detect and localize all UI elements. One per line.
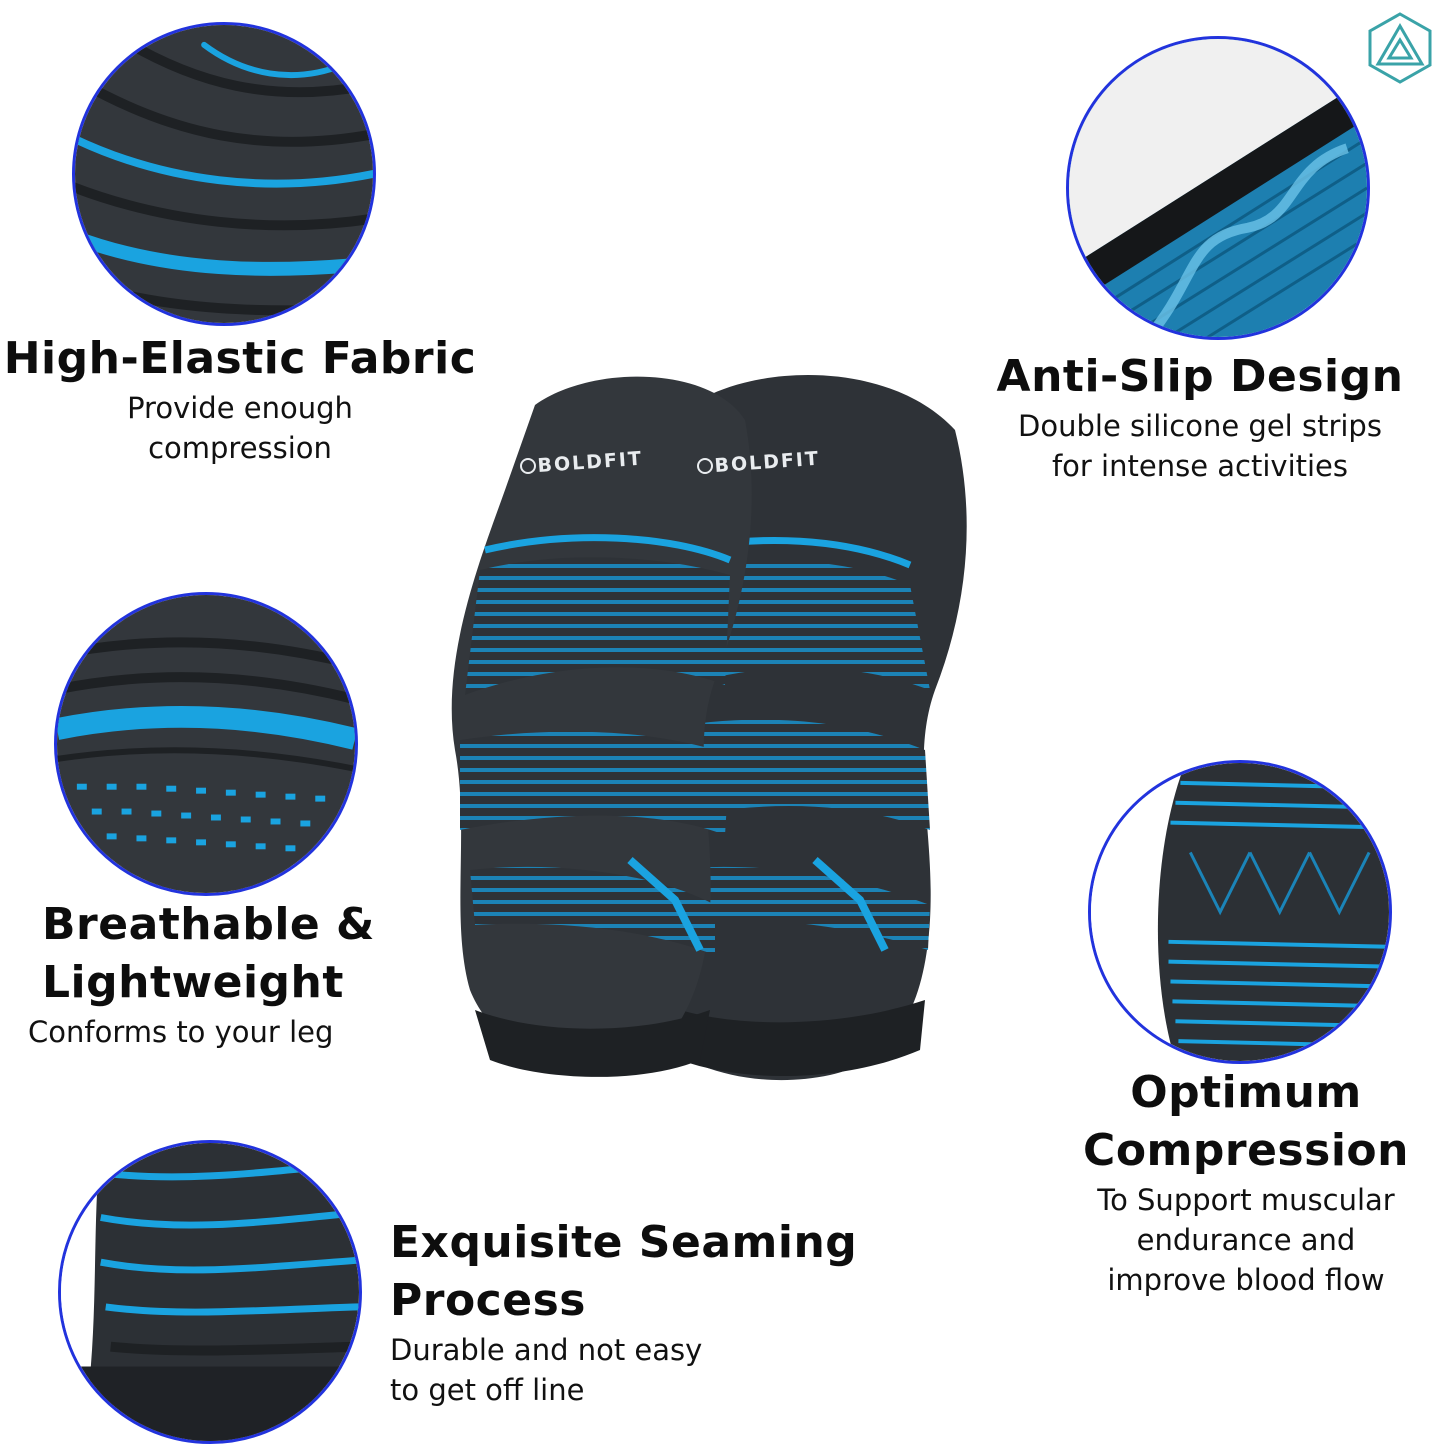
feature-title-line: Exquisite Seaming bbox=[390, 1217, 858, 1268]
feature-title-line: Lightweight bbox=[42, 957, 344, 1008]
feature-title-line: Process bbox=[390, 1275, 586, 1326]
feature-breathable: Breathable & Lightweight Conforms to you… bbox=[28, 896, 428, 1052]
feature-high-elastic: High-Elastic Fabric Provide enough compr… bbox=[0, 330, 480, 468]
feature-title-line: Optimum bbox=[1130, 1067, 1362, 1118]
feature-title-line: Breathable & bbox=[42, 899, 375, 950]
feature-title: Anti-Slip Design bbox=[996, 351, 1404, 402]
feature-desc-line: Double silicone gel strips bbox=[1018, 409, 1382, 443]
feature-title-line: Compression bbox=[1083, 1125, 1409, 1176]
knee-sleeves-product-image: BOLDFIT BOLDFIT bbox=[430, 360, 990, 1090]
feature-optimum-compression: Optimum Compression To Support muscular … bbox=[1050, 1064, 1442, 1300]
feature-title: High-Elastic Fabric bbox=[3, 333, 477, 384]
feature-anti-slip: Anti-Slip Design Double silicone gel str… bbox=[980, 348, 1420, 486]
feature-desc-line: compression bbox=[148, 431, 332, 465]
feature-seaming: Exquisite Seaming Process Durable and no… bbox=[390, 1214, 890, 1410]
fabric-closeup-elastic bbox=[72, 22, 376, 326]
feature-desc-line: improve blood flow bbox=[1107, 1263, 1385, 1297]
feature-desc-line: Durable and not easy bbox=[390, 1333, 703, 1367]
feature-desc-line: Conforms to your leg bbox=[28, 1015, 334, 1049]
feature-desc-line: endurance and bbox=[1136, 1223, 1356, 1257]
fabric-closeup-compression bbox=[1088, 760, 1392, 1064]
feature-desc-line: Provide enough bbox=[127, 391, 353, 425]
brand-logo-icon bbox=[1362, 10, 1438, 86]
fabric-closeup-antislip bbox=[1066, 36, 1370, 340]
fabric-closeup-breathable bbox=[54, 592, 358, 896]
feature-desc-line: for intense activities bbox=[1051, 449, 1349, 483]
fabric-closeup-seaming bbox=[58, 1140, 362, 1444]
feature-desc-line: to get off line bbox=[390, 1373, 585, 1407]
feature-desc-line: To Support muscular bbox=[1097, 1183, 1395, 1217]
